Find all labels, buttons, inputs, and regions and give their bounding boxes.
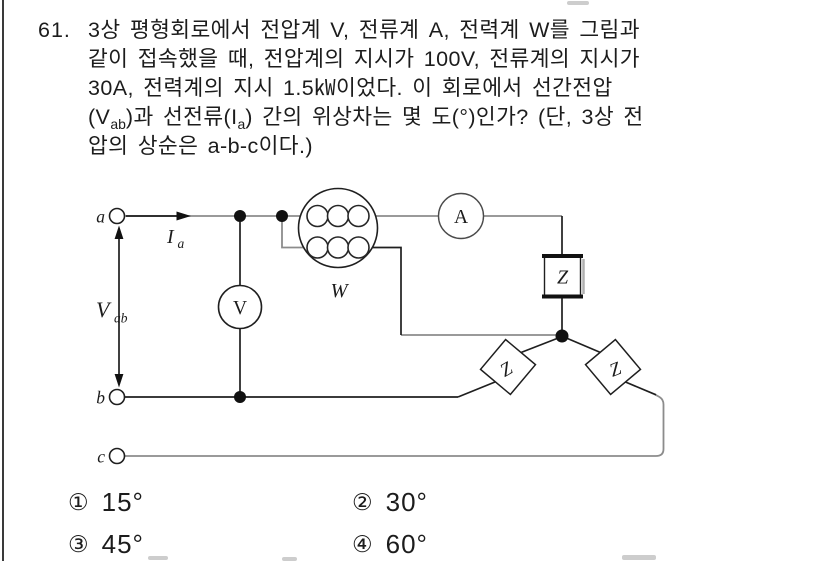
line-voltage-arrow-head-down bbox=[114, 374, 124, 388]
wattmeter-voltage-coil bbox=[306, 236, 370, 259]
wattmeter-current-coil bbox=[306, 204, 370, 228]
coil-loop bbox=[326, 236, 350, 259]
scan-artifact bbox=[622, 555, 656, 560]
coil-loop bbox=[347, 204, 370, 228]
column-divider-line bbox=[2, 0, 4, 561]
choice-4-marker: ④ bbox=[352, 530, 373, 557]
current-arrow-head bbox=[176, 211, 191, 221]
junction-dot-b-line bbox=[234, 391, 246, 403]
scan-artifact bbox=[148, 556, 168, 560]
coil-loop bbox=[306, 204, 329, 228]
choice-1: ① 15° bbox=[68, 489, 144, 515]
question-line-4: (Vab)과 선전류(Ia) 간의 위상차는 몇 도(°)인가? (단, 3상 … bbox=[88, 103, 818, 138]
terminal-c-label: c bbox=[97, 447, 105, 467]
question-line-2: 같이 접속했을 때, 전압계의 지시가 100V, 전류계의 지시가 bbox=[88, 47, 640, 71]
ammeter-label: A bbox=[454, 207, 468, 228]
choice-2-label: 30° bbox=[385, 487, 428, 517]
wire-b-to-impedance-b bbox=[457, 381, 496, 398]
wire-impedance-b-to-neutral bbox=[520, 337, 558, 354]
choice-3: ③ 45° bbox=[68, 531, 144, 557]
wire-neutral-to-impedance-c bbox=[567, 337, 601, 354]
choice-3-marker: ③ bbox=[68, 530, 89, 557]
scan-artifact bbox=[282, 557, 297, 561]
terminal-b-label: b bbox=[96, 388, 105, 408]
line-current-label: I bbox=[166, 226, 175, 248]
impedance-c-outline bbox=[584, 338, 642, 396]
voltmeter bbox=[217, 284, 263, 330]
scan-artifact bbox=[567, 1, 589, 5]
terminal-c bbox=[108, 447, 126, 465]
wattmeter-label: W bbox=[330, 280, 349, 302]
wire-impedance-c-out bbox=[625, 381, 657, 396]
choice-1-marker: ① bbox=[68, 488, 89, 515]
choice-1-label: 15° bbox=[101, 487, 144, 517]
choice-4-label: 60° bbox=[385, 529, 428, 559]
wire-phase-c-line bbox=[124, 393, 665, 457]
impedance-a-label: Z bbox=[557, 267, 569, 289]
impedance-b-outline bbox=[479, 338, 537, 396]
choice-4: ④ 60° bbox=[352, 531, 428, 557]
choice-3-label: 45° bbox=[101, 529, 144, 559]
line-voltage-arrow-head-up bbox=[114, 225, 124, 239]
question-line-3: 30A, 전력계의 지시 1.5㎾이었다. 이 회로에서 선간전압 bbox=[88, 76, 613, 100]
voltmeter-label: V bbox=[233, 298, 247, 319]
vab-subscript: ab bbox=[110, 116, 126, 132]
choice-2: ② 30° bbox=[352, 489, 428, 515]
ia-subscript: a bbox=[237, 116, 246, 132]
impedance-b-box bbox=[479, 338, 537, 396]
junction-dot-wattmeter-tap bbox=[276, 210, 288, 222]
coil-loop bbox=[347, 236, 370, 259]
junction-dot-voltmeter-tap bbox=[234, 210, 246, 222]
choice-2-marker: ② bbox=[352, 488, 373, 515]
terminal-a bbox=[108, 207, 126, 225]
line-voltage-label: V bbox=[96, 297, 112, 322]
question-number: 61. bbox=[38, 18, 71, 42]
line-voltage-label-sub: ab bbox=[114, 311, 128, 326]
ammeter bbox=[437, 192, 485, 240]
terminal-b bbox=[108, 388, 126, 406]
question-line-1: 3상 평형회로에서 전압계 V, 전류계 A, 전력계 W를 그림과 bbox=[88, 18, 640, 42]
star-neutral-node bbox=[555, 329, 569, 343]
wire-voltage-coil-return bbox=[369, 246, 402, 335]
impedance-a-box bbox=[543, 255, 582, 297]
line4-text: (V bbox=[88, 105, 111, 129]
coil-loop bbox=[326, 204, 350, 228]
wire-voltage-coil-tap bbox=[281, 221, 306, 249]
line-current-label-sub: a bbox=[178, 236, 185, 251]
impedance-c-box bbox=[584, 338, 642, 396]
coil-loop bbox=[306, 236, 329, 259]
line4-text: )과 선전류(I bbox=[125, 105, 238, 129]
question-line-5: 압의 상순은 a-b-c이다.) bbox=[88, 134, 313, 158]
terminal-a-label: a bbox=[96, 207, 105, 227]
line4-text: ) 간의 위상차는 몇 도(°)인가? (단, 3상 전 bbox=[245, 105, 644, 129]
